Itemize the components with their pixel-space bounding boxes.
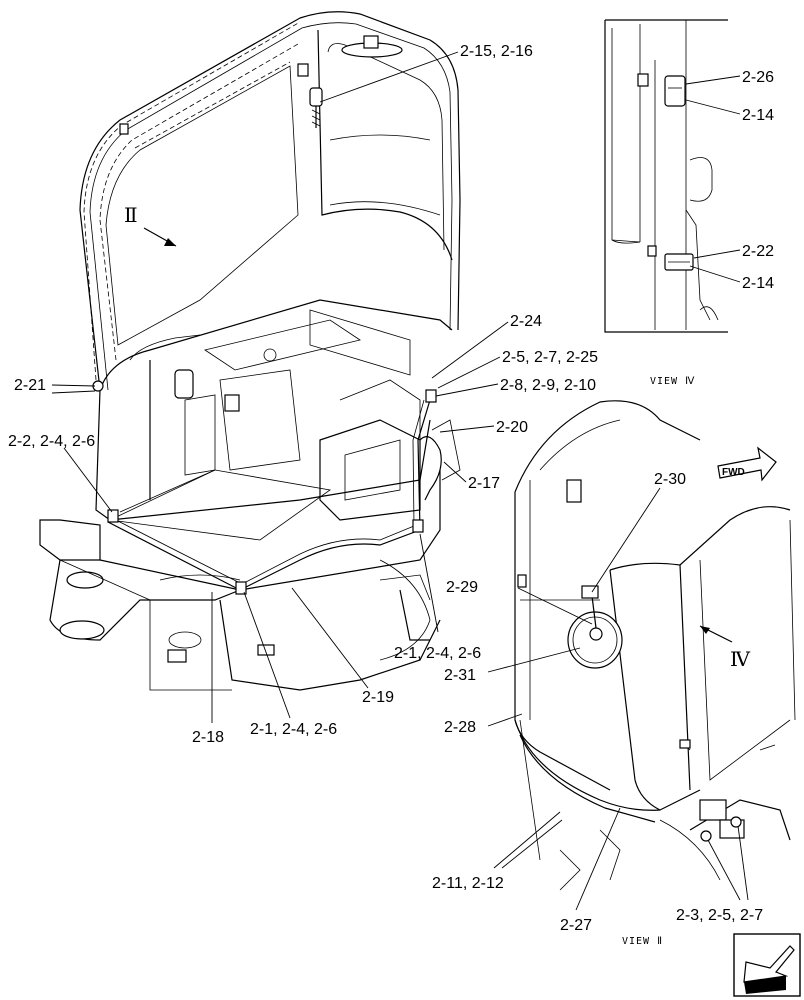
callout-labels: 2-15, 2-16 2-26 2-14 2-22 2-14 2-24 2-5,… [8, 43, 774, 934]
callout-2-28: 2-28 [444, 719, 476, 736]
callout-2-22: 2-22 [742, 243, 774, 260]
callout-2-11-2-12: 2-11, 2-12 [432, 875, 504, 892]
callout-2-18: 2-18 [192, 729, 224, 746]
view-iv-marker: Ⅳ [699, 625, 751, 671]
callout-2-5-2-7-2-25: 2-5, 2-7, 2-25 [502, 349, 598, 366]
view-iv-roman: Ⅳ [730, 649, 751, 671]
callout-2-19: 2-19 [362, 689, 394, 706]
next-page-arrow-icon[interactable] [733, 933, 801, 997]
view-iv-label: VIEW Ⅳ [650, 376, 695, 387]
callout-2-24: 2-24 [510, 313, 542, 330]
fwd-label: FWD [722, 467, 745, 478]
callout-2-14-lower: 2-14 [742, 275, 774, 292]
callout-2-21: 2-21 [14, 377, 46, 394]
callout-2-31: 2-31 [444, 667, 476, 684]
callout-2-8-2-9-2-10: 2-8, 2-9, 2-10 [500, 377, 596, 394]
callout-2-1-2-4-2-6-left: 2-1, 2-4, 2-6 [250, 721, 337, 738]
callout-2-20: 2-20 [496, 419, 528, 436]
callout-2-29: 2-29 [446, 579, 478, 596]
callout-2-15-2-16: 2-15, 2-16 [460, 43, 533, 60]
fwd-arrow-icon: FWD [717, 446, 777, 482]
view-ii-roman: Ⅱ [124, 205, 138, 227]
callout-2-27: 2-27 [560, 917, 592, 934]
view-ii-detail [514, 400, 796, 891]
view-ii-label: VIEW Ⅱ [622, 936, 663, 947]
callout-2-30: 2-30 [654, 471, 686, 488]
cab-assembly [39, 11, 461, 691]
callout-2-1-2-4-2-6-right: 2-1, 2-4, 2-6 [394, 645, 481, 662]
callout-2-14-upper: 2-14 [742, 107, 774, 124]
callout-2-2-2-4-2-6: 2-2, 2-4, 2-6 [8, 433, 95, 450]
view-iv-inset: VIEW Ⅳ [604, 19, 728, 387]
callout-2-3-2-5-2-7: 2-3, 2-5, 2-7 [676, 907, 763, 924]
callout-2-26: 2-26 [742, 69, 774, 86]
callout-2-17: 2-17 [468, 475, 500, 492]
leader-lines [51, 51, 749, 911]
view-ii-marker: Ⅱ [124, 205, 177, 247]
